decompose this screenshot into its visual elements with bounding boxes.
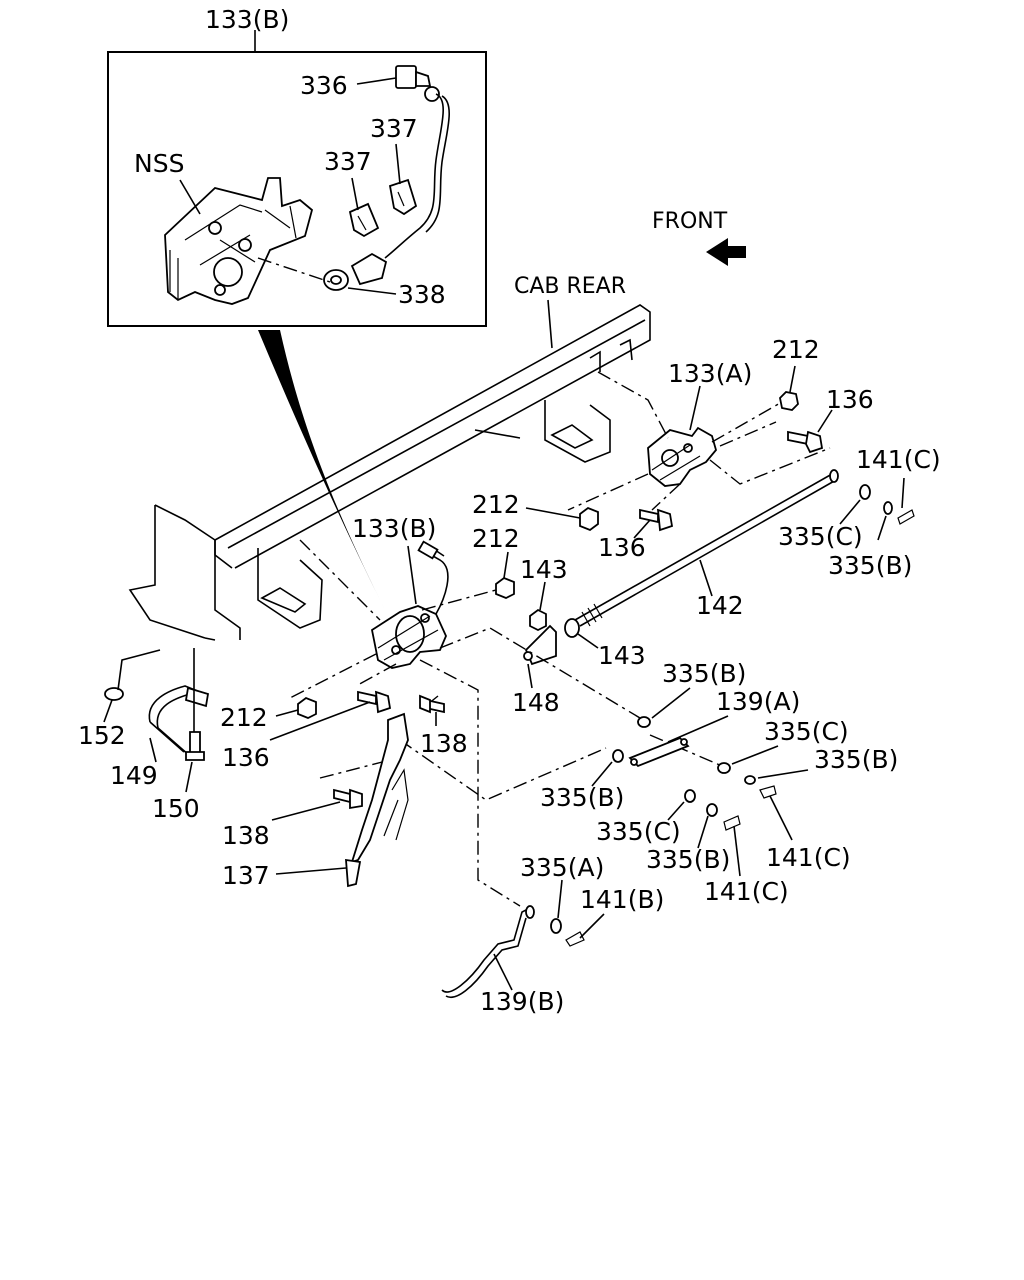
- label-139a: 139(A): [716, 687, 800, 716]
- label-141c-upper: 141(C): [856, 445, 941, 474]
- bracket-148: [523, 624, 557, 666]
- label-133a: 133(A): [668, 359, 752, 388]
- label-141c-b: 141(C): [766, 843, 851, 872]
- label-150: 150: [152, 794, 200, 823]
- rod-139b: [441, 905, 535, 999]
- lever-137: [345, 712, 409, 888]
- label-337-lower: 337: [324, 147, 372, 176]
- label-139b: 139(B): [480, 987, 564, 1016]
- washer-335b-d: [612, 749, 624, 763]
- clip-141c-c: [723, 815, 741, 831]
- clip-141b: [565, 931, 585, 947]
- washer-335a: [550, 918, 562, 934]
- label-141c-c: 141(C): [704, 877, 789, 906]
- label-133b: 133(B): [352, 514, 436, 543]
- bolt-136-upper: [787, 430, 824, 454]
- front-arrow-icon: [706, 238, 746, 266]
- label-136-middle: 136: [598, 533, 646, 562]
- nut-212-upper: [779, 391, 799, 411]
- inset-frame: [107, 51, 487, 327]
- washer-335b-a: [637, 716, 651, 728]
- label-212-center: 212: [472, 524, 520, 553]
- inset-part-336: [384, 65, 450, 259]
- label-335c-upper: 335(C): [778, 522, 863, 551]
- label-335c-b: 335(C): [764, 717, 849, 746]
- clip-152: [104, 687, 124, 701]
- nut-212-center: [495, 576, 515, 599]
- label-137: 137: [222, 861, 270, 890]
- inset-part-337-lower: [348, 202, 380, 238]
- washer-335b-e: [706, 803, 718, 817]
- callout-pointer: [258, 330, 385, 610]
- label-335b-e: 335(B): [646, 845, 730, 874]
- washer-335b-c: [744, 775, 756, 785]
- nut-212-left: [297, 696, 317, 719]
- label-141b: 141(B): [580, 885, 664, 914]
- label-212-middle: 212: [472, 490, 520, 519]
- rod-142: [574, 469, 839, 627]
- inset-part-338: [323, 252, 388, 291]
- nut-143-lower: [564, 618, 580, 638]
- clip-141c-b: [759, 785, 777, 799]
- label-335c-c: 335(C): [596, 817, 681, 846]
- washer-335c-upper: [859, 484, 871, 500]
- inset-part-337-upper: [388, 178, 418, 216]
- label-138-lower: 138: [222, 821, 270, 850]
- label-337-upper: 337: [370, 114, 418, 143]
- bolt-138-upper: [419, 694, 445, 714]
- label-136-left: 136: [222, 743, 270, 772]
- washer-335c-b: [717, 762, 731, 774]
- label-cab-rear: CAB REAR: [514, 274, 626, 299]
- link-139a: [628, 736, 690, 768]
- label-138-upper: 138: [420, 729, 468, 758]
- nut-212-middle: [579, 506, 599, 532]
- washer-335c-c: [684, 789, 696, 803]
- label-212-left: 212: [220, 703, 268, 732]
- label-133b-inset: 133(B): [205, 5, 289, 34]
- label-143-upper: 143: [520, 555, 568, 584]
- label-335b-c: 335(B): [814, 745, 898, 774]
- label-335b-d: 335(B): [540, 783, 624, 812]
- label-143-lower: 143: [598, 641, 646, 670]
- label-335b-upper: 335(B): [828, 551, 912, 580]
- bolt-138-lower: [333, 788, 363, 810]
- inset-lock-assembly: [164, 177, 314, 305]
- label-front: FRONT: [652, 209, 728, 234]
- label-148: 148: [512, 688, 560, 717]
- bolt-150: [185, 731, 205, 761]
- label-336: 336: [300, 71, 348, 100]
- label-335b-a: 335(B): [662, 659, 746, 688]
- nut-143-upper: [529, 608, 547, 632]
- bolt-136-middle: [639, 508, 674, 532]
- bolt-136-left: [357, 690, 392, 714]
- label-212-upper: 212: [772, 335, 820, 364]
- label-335a: 335(A): [520, 853, 604, 882]
- lock-133b: [370, 605, 447, 669]
- handle-149: [148, 685, 210, 757]
- label-338: 338: [398, 280, 446, 309]
- label-152: 152: [78, 721, 126, 750]
- washer-335b-upper: [883, 501, 893, 515]
- label-149: 149: [110, 761, 158, 790]
- label-nss: NSS: [134, 149, 184, 178]
- label-136-upper: 136: [826, 385, 874, 414]
- clip-141c-upper: [897, 509, 915, 525]
- label-142: 142: [696, 591, 744, 620]
- lock-133a: [647, 426, 717, 487]
- cab-rear-frame: [128, 304, 651, 641]
